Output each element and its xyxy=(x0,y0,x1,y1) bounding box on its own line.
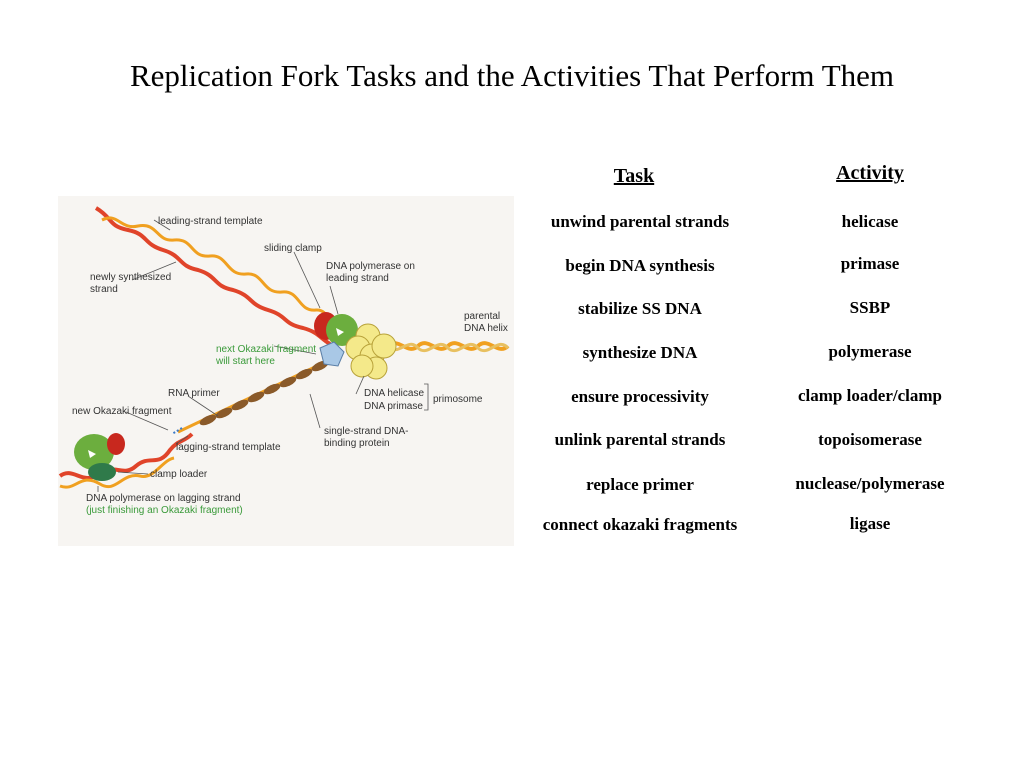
label-dna-pol-lagging: DNA polymerase on lagging strand xyxy=(86,493,241,504)
label-dna-primase: DNA primase xyxy=(364,401,423,412)
label-next-okazaki-1: next Okazaki fragment xyxy=(216,344,316,355)
activity-item: ligase xyxy=(849,514,891,533)
task-item: unwind parental strands xyxy=(550,212,730,231)
label-newly-synthesized-2: strand xyxy=(90,284,118,295)
label-primosome: primosome xyxy=(433,394,483,405)
activity-item: topoisomerase xyxy=(818,430,922,449)
label-dna-helicase: DNA helicase xyxy=(364,388,424,399)
label-ssb-1: single-strand DNA- xyxy=(324,426,408,437)
label-new-okazaki: new Okazaki fragment xyxy=(72,406,172,417)
label-parental-1: parental xyxy=(464,311,500,322)
slide-title: Replication Fork Tasks and the Activitie… xyxy=(129,58,895,93)
primase-shape xyxy=(319,341,345,367)
activity-item: clamp loader/clamp xyxy=(797,386,942,405)
task-item: connect okazaki fragments xyxy=(542,515,738,534)
figure-background xyxy=(58,196,514,546)
task-item: begin DNA synthesis xyxy=(565,256,715,275)
task-item: ensure processivity xyxy=(571,387,709,406)
task-item: stabilize SS DNA xyxy=(578,299,702,318)
lagging-strand-ssb xyxy=(171,354,339,435)
activity-item: SSBP xyxy=(849,298,891,317)
replication-fork-figure: leading-strand template sliding clamp ne… xyxy=(58,196,514,546)
activity-item: nuclease/polymerase xyxy=(795,474,945,493)
label-newly-synthesized-1: newly synthesized xyxy=(90,272,171,283)
label-just-finishing: (just finishing an Okazaki fragment) xyxy=(86,505,243,516)
activity-item: helicase xyxy=(841,212,899,231)
label-ssb-2: binding protein xyxy=(324,438,390,449)
label-dna-pol-leading-1: DNA polymerase on xyxy=(326,261,415,272)
activity-item: polymerase xyxy=(828,342,912,361)
label-sliding-clamp: sliding clamp xyxy=(264,243,322,254)
leading-strand-helix xyxy=(94,206,336,346)
parental-dna-helix xyxy=(386,341,510,353)
leading-polymerase xyxy=(314,312,358,346)
activity-item: primase xyxy=(840,254,900,273)
activity-column-header: Activity xyxy=(836,162,904,184)
label-next-okazaki-2: will start here xyxy=(215,356,275,367)
label-parental-2: DNA helix xyxy=(464,323,508,334)
task-item: synthesize DNA xyxy=(582,343,698,362)
label-leading-strand-template: leading-strand template xyxy=(158,216,263,227)
task-item: replace primer xyxy=(586,475,694,494)
task-item: unlink parental strands xyxy=(554,430,726,449)
task-column-header: Task xyxy=(613,165,655,187)
lagging-polymerase xyxy=(74,433,125,481)
label-dna-pol-leading-2: leading strand xyxy=(326,273,389,284)
label-clamp-loader: clamp loader xyxy=(150,469,208,480)
label-lagging-strand-template: lagging-strand template xyxy=(176,442,281,453)
helicase-shape xyxy=(345,323,397,380)
label-rna-primer: RNA primer xyxy=(168,388,220,399)
